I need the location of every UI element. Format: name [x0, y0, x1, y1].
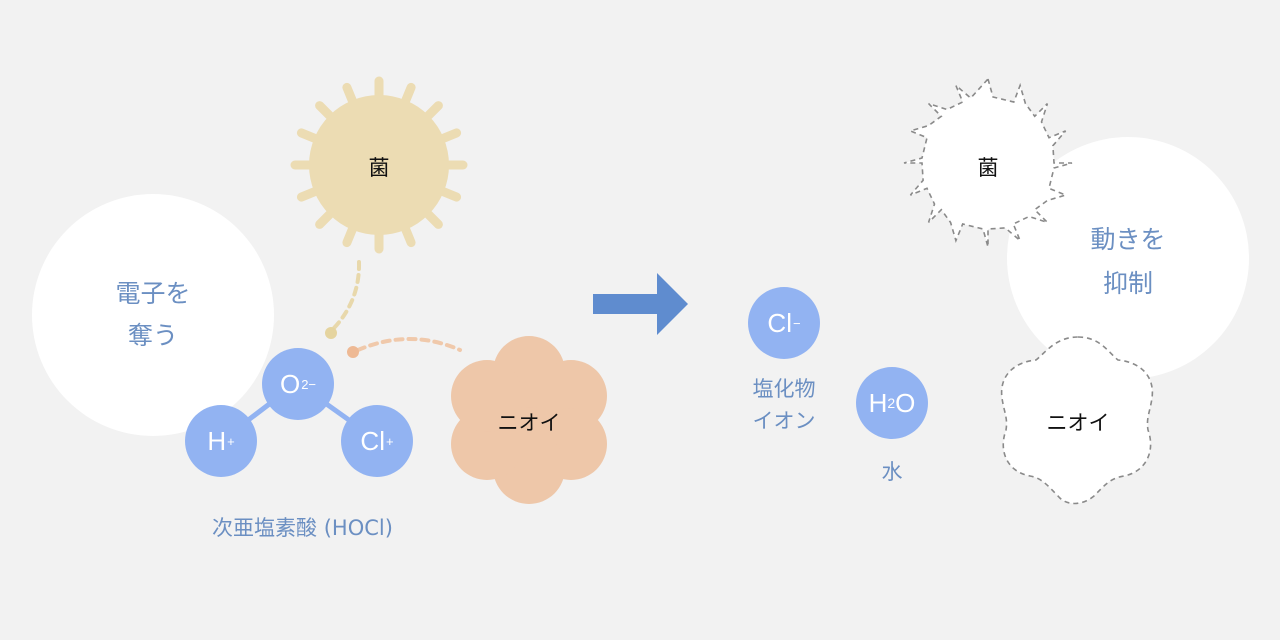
chloride-label-line2: イオン	[752, 409, 816, 433]
effect-text-line2: 抑制	[1102, 269, 1153, 298]
atom-chlorine-symbol: Cl	[360, 425, 385, 456]
action-text-line2: 奪う	[127, 321, 178, 350]
odor-icon	[451, 336, 607, 504]
effect-circle-background	[1007, 137, 1249, 379]
reaction-arrow-icon	[593, 273, 688, 335]
chloride-label-line1: 塩化物	[752, 377, 816, 401]
water-symbol-o: O	[895, 387, 916, 418]
trail-dot-odor	[347, 346, 359, 358]
atom-oxygen-symbol: O	[279, 368, 301, 399]
atom-chlorine-charge: +	[385, 433, 394, 449]
atom-hydrogen: H+	[185, 405, 257, 477]
effect-text-line1: 動きを	[1090, 225, 1166, 254]
action-circle-steal-electrons: 電子を 奪う	[32, 194, 274, 436]
atom-oxygen-charge: 2−	[301, 376, 317, 392]
action-text-line1: 電子を	[115, 279, 191, 308]
bacteria-neutralized-label: 菌	[977, 156, 999, 180]
water-symbol-h: H	[868, 387, 888, 418]
odor-label: ニオイ	[497, 411, 561, 435]
water-subscript: 2	[887, 395, 896, 411]
molecule-caption: 次亜塩素酸 (HOCl)	[212, 516, 393, 540]
chloride-ion-label: 塩化物 イオン	[734, 373, 834, 437]
atom-hydrogen-symbol: H	[207, 425, 227, 456]
odor-neutralized-label: ニオイ	[1046, 411, 1110, 435]
bacteria-neutralized-icon	[903, 77, 1073, 248]
atom-chlorine: Cl+	[341, 405, 413, 477]
effect-text: 動きを 抑制	[1068, 218, 1188, 306]
bacteria-icon	[290, 76, 468, 254]
atom-chloride-symbol: Cl	[767, 307, 792, 338]
atom-hydrogen-charge: +	[227, 433, 235, 449]
atom-chloride-charge: −	[792, 315, 801, 331]
trail-dot-bacteria	[325, 327, 337, 339]
bacteria-label: 菌	[368, 156, 390, 180]
atom-chloride-ion: Cl−	[748, 287, 820, 359]
water-label: 水	[881, 460, 903, 484]
odor-neutralized-icon	[1000, 336, 1154, 505]
